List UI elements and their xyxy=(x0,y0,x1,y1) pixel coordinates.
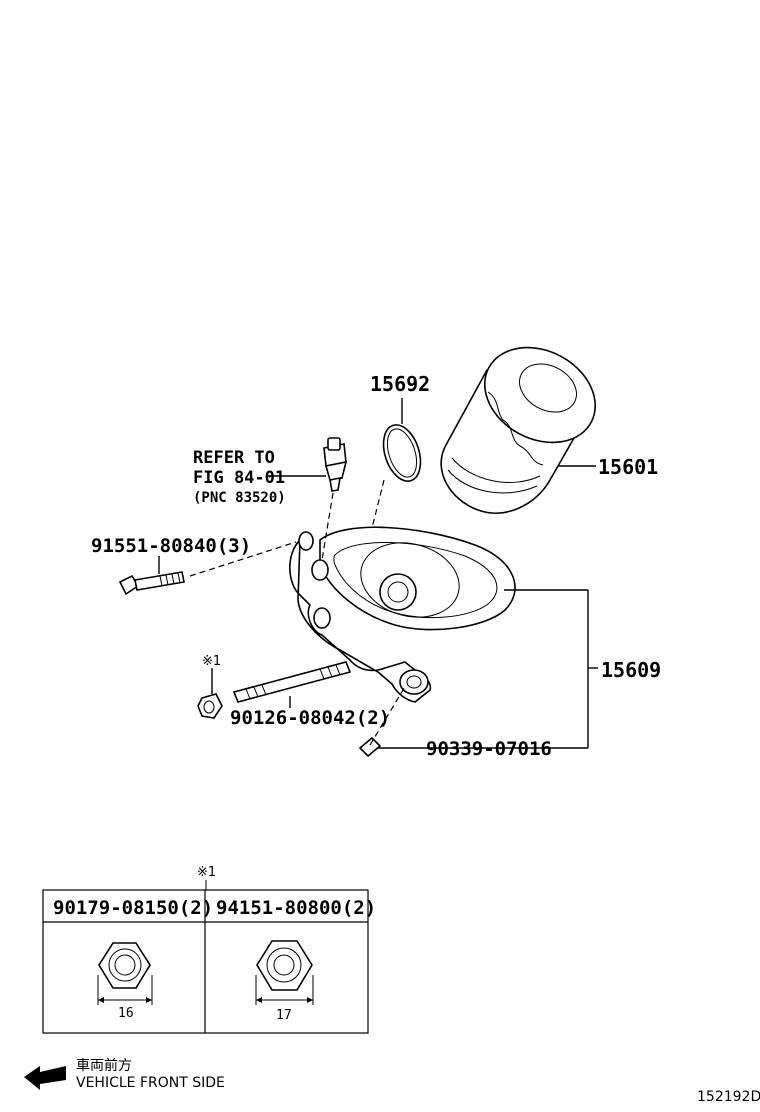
figure-id: 152192D xyxy=(697,1089,760,1105)
oil-pressure-switch[interactable] xyxy=(323,437,348,492)
nut-16-icon xyxy=(97,942,153,1005)
front-label-jp: 車両前方 xyxy=(76,1057,132,1074)
pin-90339[interactable] xyxy=(358,736,382,758)
nut-note1[interactable] xyxy=(197,693,223,719)
label-15692: 15692 xyxy=(370,372,430,396)
label-refer-line1: REFER TO xyxy=(193,448,275,468)
label-refer-line2: FIG 84-01 xyxy=(193,468,285,488)
table-note-mark: ※1 xyxy=(197,865,216,880)
nut-size-17: 17 xyxy=(276,1008,292,1023)
label-refer-line3: (PNC 83520) xyxy=(193,490,286,506)
label-15601: 15601 xyxy=(598,455,658,479)
table-col2-part: 94151-80800(2) xyxy=(216,897,376,919)
nut-size-16: 16 xyxy=(118,1006,134,1021)
nut-variant-table: ※1 90179-08150(2) 94151-80800(2) 16 xyxy=(42,865,376,1034)
label-stud: 90126-08042(2) xyxy=(230,707,390,729)
leader-lines xyxy=(158,398,598,749)
table-col1-part: 90179-08150(2) xyxy=(53,897,213,919)
nut-17-icon xyxy=(255,940,314,1005)
label-15609: 15609 xyxy=(601,658,661,682)
stud-90126[interactable] xyxy=(232,661,352,703)
label-note-mark: ※1 xyxy=(202,654,221,669)
front-label-en: VEHICLE FRONT SIDE xyxy=(76,1075,225,1091)
oil-filter-bracket-15609[interactable] xyxy=(289,526,516,703)
label-pin: 90339-07016 xyxy=(426,738,552,760)
oil-filter-15601[interactable] xyxy=(440,329,612,514)
o-ring-15692[interactable] xyxy=(377,420,427,486)
vehicle-front-arrow-icon xyxy=(24,1066,66,1090)
label-bolt: 91551-80840(3) xyxy=(91,535,251,557)
bolt-91551[interactable] xyxy=(118,571,185,596)
